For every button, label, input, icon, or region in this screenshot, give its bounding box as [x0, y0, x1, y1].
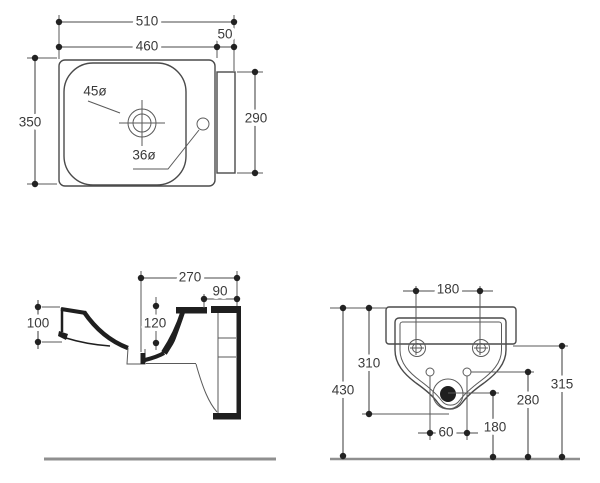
dim-overall-height: 430: [332, 383, 355, 398]
dim-small-hole-height: 280: [517, 393, 540, 408]
side-dimension-dots: [34, 274, 241, 347]
side-shelf-outline: [216, 71, 236, 174]
dim-depth: 350: [19, 115, 42, 130]
wall-bracket-profile: [146, 306, 241, 420]
label-tap-diameter: 36ø: [132, 148, 155, 163]
plan-dimension-lines: [34, 21, 256, 184]
dim-drain-to-wall: 270: [179, 270, 202, 285]
tap-leader-line: [133, 129, 200, 170]
dim-fixing-hole-spacing: 180: [437, 282, 460, 297]
dim-drain-height: 180: [484, 420, 507, 435]
rear-view: 180 310 430 315 280 180 60: [328, 278, 580, 461]
dim-bowl-depth: 120: [144, 316, 167, 331]
mounting-plate-outline: [385, 306, 517, 345]
label-drain-diameter: 45ø: [83, 84, 106, 99]
dim-drain-hole-offset: 60: [438, 425, 453, 440]
dim-fixing-hole-height: 315: [551, 377, 574, 392]
plan-view: 510 460 50 350 290 45ø 36ø: [15, 10, 271, 188]
basin-bowl-outline: [63, 62, 187, 186]
dim-bracket-depth: 90: [212, 284, 227, 299]
overflow-slot: [175, 312, 187, 342]
small-hole-right: [462, 367, 472, 377]
rear-body-inner-outline: [399, 321, 502, 406]
shroud-curve: [195, 363, 218, 413]
drain-leader-line: [87, 100, 121, 114]
basin-section-profile: [58, 307, 207, 365]
small-hole-left: [425, 367, 435, 377]
dim-bracket-bottom-height: 310: [358, 356, 381, 371]
rear-drain-hole: [432, 378, 464, 410]
dim-front-edge-height: 100: [27, 316, 50, 331]
dim-side-shelf-width: 50: [217, 27, 232, 42]
rear-dimension-lines: [342, 290, 563, 457]
dim-side-shelf-depth: 290: [245, 111, 268, 126]
tap-hole-symbol: [196, 117, 210, 131]
drain-hole-symbol: [119, 100, 165, 146]
plan-dimension-dots: [31, 18, 259, 188]
rear-dimension-dots: [339, 287, 566, 461]
basin-outer-rim-outline: [58, 59, 216, 187]
side-view: 270 90 100 120: [23, 266, 276, 461]
dim-basin-width: 460: [136, 39, 159, 54]
dim-total-width: 510: [136, 14, 159, 29]
